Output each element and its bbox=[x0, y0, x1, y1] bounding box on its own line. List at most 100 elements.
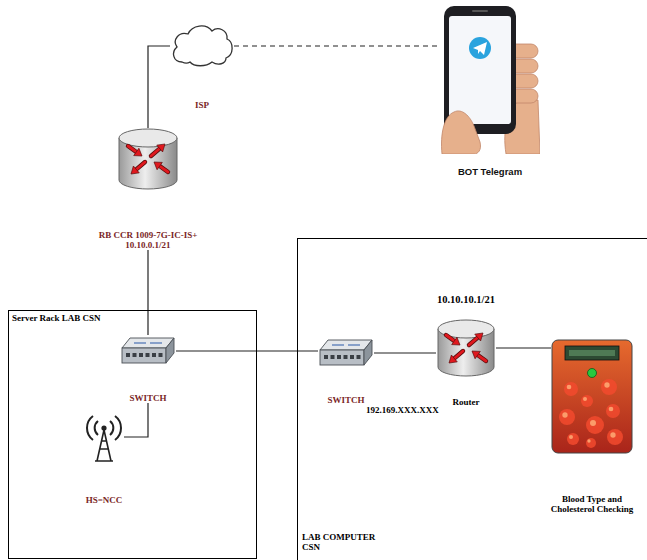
router-icon-part bbox=[136, 162, 145, 169]
cloud-symbol bbox=[170, 22, 234, 70]
switch-icon-part bbox=[122, 338, 174, 348]
router-icon-part bbox=[446, 335, 454, 341]
switch-icon-part bbox=[331, 355, 335, 359]
router-icon-part bbox=[478, 355, 486, 361]
device-icon-part bbox=[583, 397, 587, 401]
router-icon-part bbox=[151, 149, 160, 156]
cloud-icon bbox=[170, 22, 234, 70]
switch-icon-part bbox=[146, 353, 150, 357]
antenna-icon-part bbox=[95, 430, 113, 461]
phone-symbol bbox=[440, 4, 540, 154]
node-label: RB CCR 1009-7G-IC-IS+ bbox=[99, 230, 198, 240]
node-label: LAB COMPUTER CSN bbox=[302, 532, 386, 552]
device-icon-part bbox=[601, 379, 617, 395]
switch-icon-part bbox=[152, 353, 156, 357]
device-icon-part bbox=[606, 404, 620, 418]
device-icon-part bbox=[588, 369, 597, 378]
switch-icon-part bbox=[134, 342, 162, 343]
antenna-icon-part bbox=[101, 425, 106, 430]
isp-cloud: ISP bbox=[168, 22, 236, 110]
router-symbol bbox=[117, 128, 179, 190]
device-icon-part bbox=[562, 412, 567, 417]
device-icon-part bbox=[604, 382, 609, 387]
switch-symbol bbox=[318, 337, 374, 369]
connector bbox=[496, 347, 551, 348]
switch-icon-part bbox=[126, 353, 130, 357]
node-label: Blood Type and Cholesterol Checking bbox=[542, 494, 642, 514]
router-icon-part bbox=[151, 149, 160, 156]
device-icon-part bbox=[609, 407, 614, 412]
node-label: HS=NCC bbox=[86, 495, 123, 505]
device-icon-part bbox=[552, 340, 632, 453]
node-label: 10.10.0.1/21 bbox=[125, 240, 170, 250]
phone-icon bbox=[440, 4, 540, 154]
switch-icon-part bbox=[324, 355, 328, 359]
phone-icon-part bbox=[469, 37, 491, 59]
switch-icon-part bbox=[139, 353, 143, 357]
router-icon-part bbox=[128, 146, 136, 152]
router-icon-part bbox=[475, 333, 483, 341]
switch-icon-part bbox=[320, 340, 372, 350]
device-icon-part bbox=[565, 346, 619, 360]
switch-icon-part bbox=[332, 344, 360, 345]
device-icon-part bbox=[610, 432, 615, 437]
antenna-symbol bbox=[84, 411, 124, 463]
router-icon-part bbox=[469, 338, 478, 345]
core-router: RB CCR 1009-7G-IC-IS+10.10.0.1/21 bbox=[97, 128, 200, 250]
switch-icon bbox=[318, 337, 374, 369]
router-icon-part bbox=[478, 355, 486, 361]
lab-router: 10.10.10.1/21Router bbox=[434, 294, 498, 407]
device-icon-part bbox=[581, 395, 593, 407]
connector bbox=[374, 352, 436, 353]
switch-icon-part bbox=[357, 355, 361, 359]
router-icon-part bbox=[160, 166, 168, 172]
phone-icon-part bbox=[472, 10, 488, 12]
device-icon-part bbox=[567, 433, 579, 445]
device-icon-part bbox=[559, 409, 575, 425]
router-icon-part bbox=[160, 166, 168, 172]
router-symbol bbox=[436, 319, 496, 377]
cloud-icon-part bbox=[174, 26, 233, 66]
switch-icon-part bbox=[166, 338, 174, 363]
router-icon-part bbox=[136, 162, 145, 169]
router-icon-part bbox=[452, 337, 460, 345]
router-icon-part bbox=[157, 144, 165, 152]
device-icon-part bbox=[590, 420, 596, 426]
node-label: BOT Telegram bbox=[458, 166, 522, 177]
device-icon-part bbox=[587, 439, 590, 442]
network-switch: SWITCH bbox=[316, 337, 376, 405]
router-icon-part bbox=[454, 351, 463, 358]
router-icon-part bbox=[472, 351, 480, 359]
lab-area: LAB COMPUTER CSN SWITCH 10.10.10.1/21Route… bbox=[297, 238, 647, 560]
node-label: SWITCH bbox=[327, 395, 364, 405]
switch-icon-part bbox=[133, 353, 137, 357]
checking-device: Blood Type and Cholesterol Checking bbox=[540, 339, 644, 514]
antenna-icon bbox=[84, 411, 124, 463]
phone-icon-part bbox=[442, 111, 481, 154]
network-switch: SWITCH bbox=[118, 335, 178, 403]
device-icon-part bbox=[569, 350, 615, 356]
router-icon-part bbox=[469, 338, 478, 345]
node-label: ISP bbox=[195, 100, 209, 110]
phone-icon-part bbox=[449, 16, 511, 124]
phone-icon-part bbox=[473, 42, 487, 55]
node-label: Server Rack LAB CSN bbox=[12, 313, 101, 323]
hotspot-antenna: HS=NCC bbox=[82, 411, 126, 505]
router-icon-part bbox=[449, 355, 457, 363]
router-icon-part bbox=[128, 146, 136, 152]
device-icon-part bbox=[567, 385, 572, 390]
ip-address-label: 192.169.XXX.XXX bbox=[366, 405, 439, 415]
telegram-phone: BOT Telegram bbox=[438, 4, 542, 177]
node-label: SWITCH bbox=[129, 393, 166, 403]
switch-icon-part bbox=[122, 348, 166, 363]
device-icon-part bbox=[607, 429, 623, 445]
device-symbol bbox=[551, 339, 633, 454]
device-icon-part bbox=[586, 438, 596, 448]
server-rack-area: Server Rack LAB CSN SWITCH HS=NCC bbox=[8, 310, 257, 559]
node-label: Router bbox=[453, 397, 480, 407]
device-icon bbox=[551, 339, 633, 454]
dashed-connector bbox=[234, 45, 440, 46]
connector bbox=[147, 250, 148, 335]
